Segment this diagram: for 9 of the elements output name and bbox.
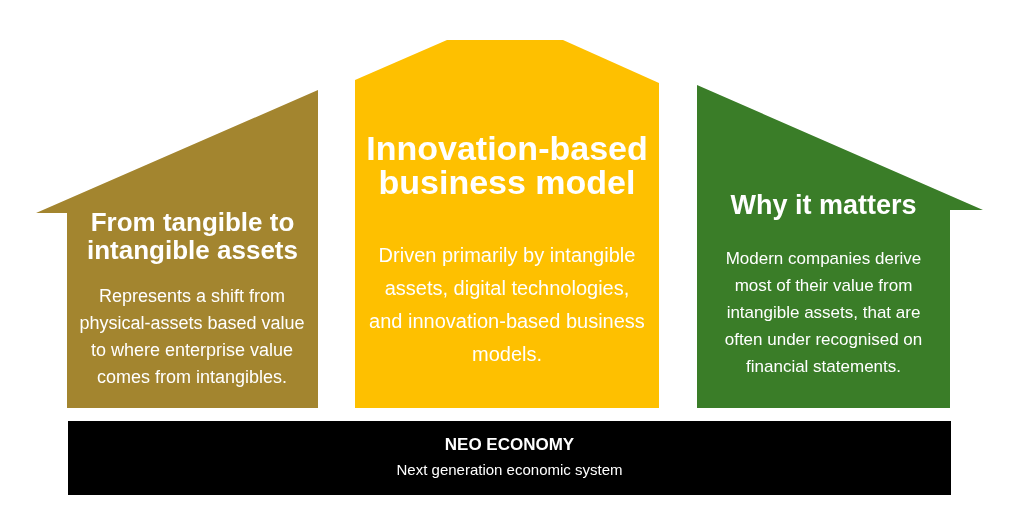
banner — [68, 421, 951, 495]
description: Modern companies derive most of their value from intangible assets, that are often under recognised on financial statements. — [723, 248, 924, 378]
heading: NEO ECONOMY — [444, 434, 575, 456]
description: Driven primarily by intangible assets, digital technologies, and innovation-based business models. — [369, 243, 645, 367]
heading: From tangible to intangible assets — [86, 208, 299, 264]
heading: Innovation-based business model — [365, 131, 649, 199]
heading: Why it matters — [730, 191, 917, 219]
description: Represents a shift from physical-assets based value to where enterprise value comes from intangibles. — [78, 285, 306, 389]
subheading: Next generation economic system — [396, 460, 623, 480]
